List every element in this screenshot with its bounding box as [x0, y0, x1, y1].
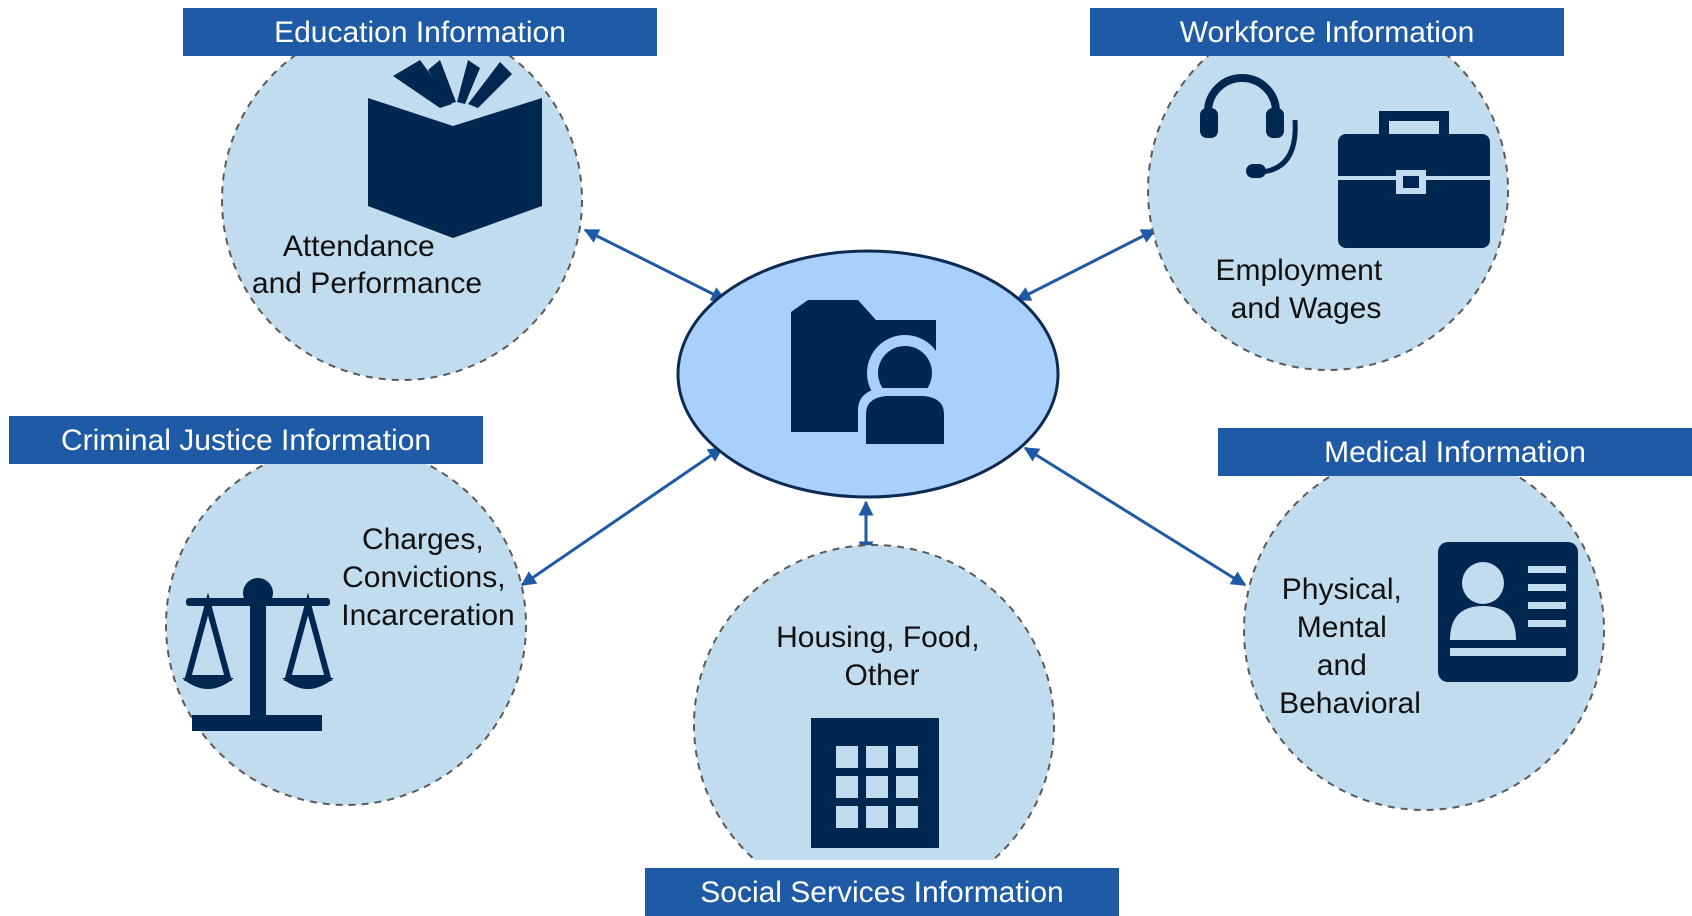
- briefcase-icon: [1338, 111, 1490, 248]
- medical-title: Medical Information: [1324, 436, 1586, 469]
- node-criminal-justice: Charges, Convictions, Incarceration Crim…: [9, 416, 527, 806]
- connector-education: [583, 228, 727, 302]
- building-grid-icon: [811, 718, 939, 848]
- node-workforce: Employment and Wages Workforce Informati…: [1090, 8, 1564, 371]
- node-social-services: Housing, Food, Other Social Services Inf…: [540, 544, 1140, 916]
- connector-medical: [1023, 446, 1247, 587]
- criminal-title: Criminal Justice Information: [61, 424, 431, 457]
- education-detail: Attendance and Performance: [252, 230, 482, 300]
- connector-criminal: [520, 446, 724, 587]
- social-title: Social Services Information: [700, 876, 1064, 909]
- social-detail: Housing, Food, Other: [776, 621, 988, 692]
- id-card-icon: [1438, 542, 1578, 682]
- criminal-detail: Charges, Convictions, Incarceration: [341, 523, 514, 632]
- workforce-detail: Employment and Wages: [1215, 254, 1390, 325]
- medical-banner: [1218, 428, 1692, 476]
- node-medical: Physical, Mental and Behavioral Medical …: [1218, 428, 1692, 811]
- workforce-title: Workforce Information: [1180, 16, 1475, 49]
- education-banner: [183, 8, 657, 56]
- social-banner: [645, 868, 1119, 916]
- connector-workforce: [1015, 228, 1157, 302]
- hub: [676, 249, 1060, 499]
- medical-detail: Physical, Mental and Behavioral: [1279, 573, 1421, 720]
- connectors: [520, 228, 1247, 587]
- workforce-banner: [1090, 8, 1564, 56]
- node-education: Attendance and Performance Education Inf…: [183, 8, 657, 381]
- scales-of-justice-icon: [182, 578, 334, 731]
- open-book-icon: [368, 60, 542, 238]
- education-title: Education Information: [274, 16, 566, 49]
- person-folder-icon: [791, 300, 952, 450]
- criminal-banner: [9, 416, 483, 464]
- headset-icon: [1200, 74, 1298, 178]
